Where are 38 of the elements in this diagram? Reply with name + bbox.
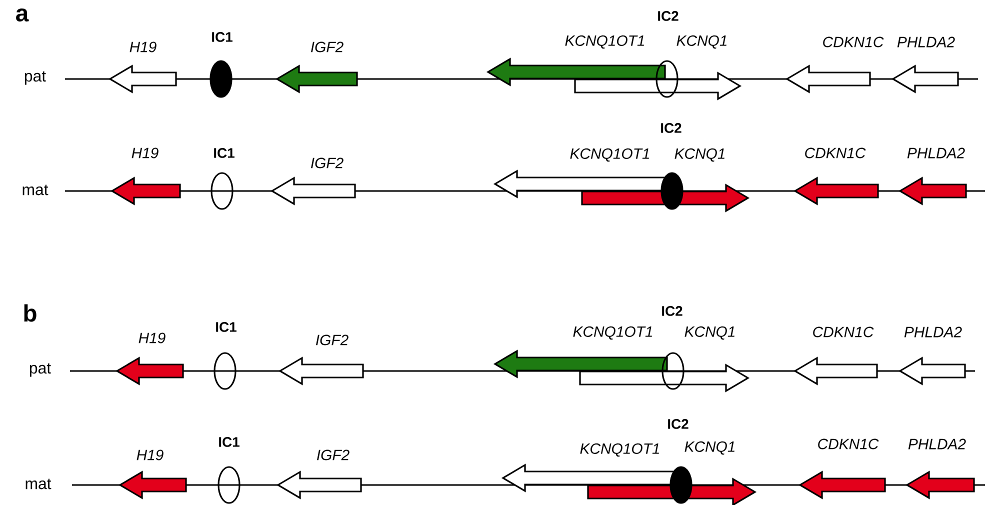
gene-label: KCNQ1	[684, 326, 734, 340]
ic-label: IC2	[661, 123, 682, 133]
panel-letter: b	[24, 304, 36, 322]
ic-label: IC2	[658, 11, 678, 21]
strand-label: mat	[26, 478, 52, 490]
gene-label: H19	[132, 148, 158, 158]
ic-label: IC1	[214, 148, 234, 158]
gene-label: CDKN1C	[818, 438, 879, 450]
gene-label: H19	[136, 450, 164, 460]
strand-label: pat	[30, 363, 51, 377]
gene-label: KCNQ1OT1	[580, 443, 660, 457]
gene-label: PHLDA2	[904, 326, 962, 338]
gene-label: KCNQ1	[676, 35, 726, 49]
gene-label: CDKN1C	[805, 148, 866, 158]
gene-label: PHLDA2	[897, 36, 955, 48]
gene-label: IGF2	[311, 158, 344, 168]
ic-label: IC2	[668, 419, 688, 429]
strand-label: mat	[22, 184, 48, 196]
panel-letter: a	[16, 8, 29, 22]
gene-label: H19	[138, 332, 166, 344]
gene-label: IGF2	[316, 334, 348, 346]
gene-label: CDKN1C	[813, 326, 874, 338]
gene-label: IGF2	[311, 42, 344, 52]
strand-label: pat	[24, 71, 46, 85]
gene-label: KCNQ1	[684, 441, 734, 455]
ic-label: IC2	[662, 306, 682, 316]
gene-label: KCNQ1OT1	[565, 35, 644, 49]
gene-label: PHLDA2	[907, 148, 965, 158]
gene-label: H19	[130, 42, 156, 52]
gene-label: KCNQ1	[674, 148, 724, 162]
gene-label: KCNQ1OT1	[570, 148, 650, 162]
gene-label: IGF2	[317, 450, 350, 460]
gene-label: PHLDA2	[908, 438, 966, 450]
ic-label: IC1	[216, 322, 236, 332]
ic-label: IC1	[219, 437, 240, 447]
ic-label: IC1	[212, 32, 232, 42]
gene-label: KCNQ1OT1	[573, 326, 652, 340]
gene-label: CDKN1C	[823, 36, 884, 48]
